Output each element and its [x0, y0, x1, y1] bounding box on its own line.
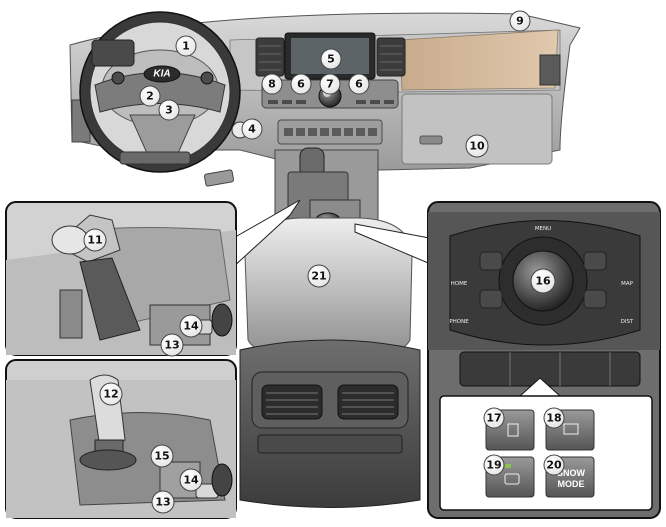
svg-text:20: 20: [546, 459, 562, 472]
wood-trim: [399, 29, 559, 91]
inset-gear-shift-alt: [5, 359, 237, 519]
phone-label: PHONE: [449, 319, 469, 325]
callout-5: 5: [320, 48, 342, 70]
callout-13b: 13: [151, 490, 175, 514]
callout-10: 10: [465, 134, 489, 158]
hill-descent-icon: [507, 423, 519, 437]
callout-1: 1: [175, 35, 197, 57]
accelerator-pedal: [203, 169, 235, 187]
dist-label: DIST: [621, 319, 634, 325]
callout-20: 20: [543, 454, 565, 476]
svg-text:9: 9: [516, 15, 524, 28]
callout-6a: 6: [290, 73, 312, 95]
rear-climate-buttons: [257, 434, 403, 454]
camera-icon: [563, 423, 579, 435]
callout-21: 21: [307, 264, 331, 288]
callout-13a: 13: [160, 333, 184, 357]
svg-text:16: 16: [535, 275, 551, 288]
svg-text:10: 10: [469, 140, 485, 153]
callout-3: 3: [158, 99, 180, 121]
svg-text:5: 5: [327, 53, 335, 66]
callout-11: 11: [83, 228, 107, 252]
gear-boot: [79, 257, 141, 341]
svg-text:7: 7: [326, 78, 334, 91]
kia-logo: [143, 65, 181, 83]
inset-gear-shift: [5, 201, 237, 356]
callout-14a: 14: [179, 314, 203, 338]
inset-controller: MENU HOME MAP PHONE DIST SNOW MODE: [427, 201, 661, 519]
map-label: MAP: [621, 281, 634, 287]
parking-assist-icon: [504, 473, 520, 485]
right-air-vent: [539, 54, 561, 86]
svg-text:17: 17: [486, 412, 501, 425]
right-center-vent: [376, 37, 406, 77]
svg-text:4: 4: [248, 123, 256, 136]
callout-14b: 14: [179, 468, 203, 492]
svg-text:13: 13: [155, 496, 170, 509]
svg-text:13: 13: [164, 339, 179, 352]
glove-box-handle: [419, 135, 443, 145]
callout-6b: 6: [348, 73, 370, 95]
steering-wheel: KIA: [79, 11, 241, 173]
callout-badges: 1 2 3 4 5 6 6 7 8 9 10 11 12 13 13 14 14…: [83, 10, 565, 514]
callout-15: 15: [150, 444, 174, 468]
svg-text:1: 1: [182, 40, 190, 53]
snow-mode-line2: MODE: [558, 479, 585, 489]
callout-8: 8: [261, 73, 283, 95]
glove-box: [401, 93, 553, 165]
switch-panel: [459, 351, 641, 387]
callout-2: 2: [139, 85, 161, 107]
callout-16: 16: [530, 268, 556, 294]
home-label: HOME: [451, 281, 468, 287]
climate-control-panel: [277, 119, 383, 145]
instrument-cluster-hood: [91, 39, 135, 67]
callout-7: 7: [319, 73, 341, 95]
callout-19: 19: [483, 454, 505, 476]
callout-18: 18: [543, 407, 565, 429]
callout-9: 9: [509, 10, 531, 32]
svg-text:19: 19: [486, 459, 501, 472]
svg-text:6: 6: [355, 78, 363, 91]
menu-label: MENU: [535, 226, 551, 232]
svg-text:15: 15: [154, 450, 169, 463]
callout-4: 4: [241, 118, 263, 140]
snow-mode-line1: SNOW: [557, 468, 586, 478]
svg-text:3: 3: [165, 104, 173, 117]
svg-text:12: 12: [103, 388, 118, 401]
rear-console: [239, 217, 421, 508]
callout-17: 17: [483, 407, 505, 429]
svg-text:14: 14: [183, 320, 199, 333]
svg-text:8: 8: [268, 78, 276, 91]
callout-12: 12: [99, 382, 123, 406]
svg-text:18: 18: [546, 412, 561, 425]
svg-text:2: 2: [146, 90, 154, 103]
svg-text:11: 11: [87, 234, 102, 247]
svg-text:14: 14: [183, 474, 199, 487]
brand-logo-text: KIA: [153, 69, 170, 80]
indicator-light: [505, 464, 511, 468]
svg-text:6: 6: [297, 78, 305, 91]
svg-text:21: 21: [311, 270, 326, 283]
